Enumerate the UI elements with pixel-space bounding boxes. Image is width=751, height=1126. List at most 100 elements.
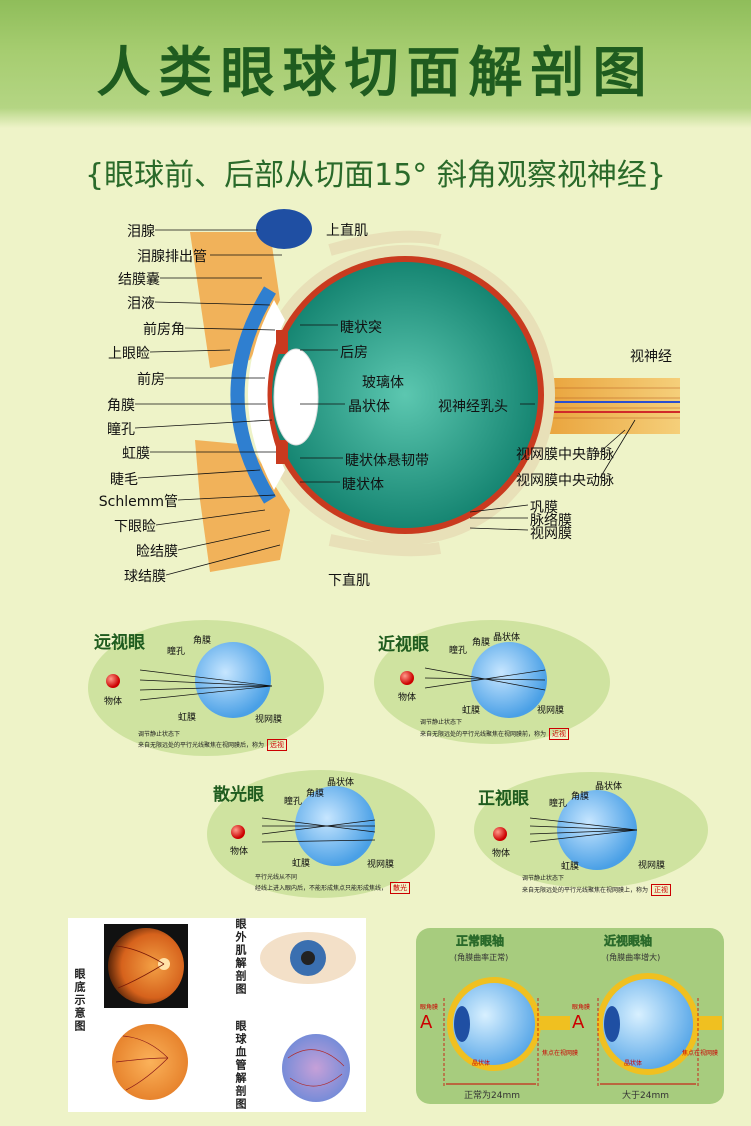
label-central-artery: 视网膜中央动脉 xyxy=(516,473,614,489)
myo-note2: 来自无限远处的平行光线聚焦在视网膜前，称为近视 xyxy=(420,728,570,740)
title-myopia: 近视眼 xyxy=(378,635,429,655)
label-zonule: 睫状体悬韧带 xyxy=(345,453,429,469)
myo-object: 物体 xyxy=(398,693,417,703)
label-anterior-chamber: 前房 xyxy=(137,372,165,388)
label-choroid: 脉络膜 xyxy=(530,513,572,529)
label-posterior-chamber: 后房 xyxy=(340,345,368,361)
inferior-rectus xyxy=(328,534,442,557)
myo-cornea: 角膜 xyxy=(472,638,491,648)
myo-pupil: 瞳孔 xyxy=(449,646,468,656)
myopia-axis-title: 近视眼轴 xyxy=(604,934,653,949)
label-lacrimal-duct: 泪腺排出管 xyxy=(137,249,207,265)
title-astigmatism: 散光眼 xyxy=(213,785,264,805)
label-eyelash: 睫毛 xyxy=(110,472,138,488)
axis-lens-label-right: 晶状体 xyxy=(624,1060,643,1067)
label-conjunctival-sac: 结膜囊 xyxy=(118,272,160,288)
label-eyeball-vessels: 眼球血管解剖图 xyxy=(234,1020,247,1111)
ast-iris: 虹膜 xyxy=(292,859,311,869)
label-palpebral-conjunctiva: 睑结膜 xyxy=(136,544,178,560)
ast-note1: 平行光线从不同 xyxy=(255,874,298,881)
axis-diagrams xyxy=(443,973,722,1088)
label-optic-disc: 视神经乳头 xyxy=(438,399,508,415)
label-bulbar-conjunctiva: 球结膜 xyxy=(124,569,166,585)
emm-retina: 视网膜 xyxy=(638,861,666,871)
label-lower-eyelid: 下眼睑 xyxy=(114,519,156,535)
hyp-note1: 调节静止状态下 xyxy=(138,731,181,738)
axis-letter-a-right: A xyxy=(572,1012,585,1033)
label-lacrimal-gland: 泪腺 xyxy=(127,224,155,240)
optic-nerve xyxy=(540,378,680,434)
emm-lens: 晶状体 xyxy=(595,782,623,792)
label-vitreous: 玻璃体 xyxy=(362,375,404,391)
cornea xyxy=(230,286,276,504)
label-upper-eyelid: 上眼睑 xyxy=(108,346,150,362)
hyp-iris: 虹膜 xyxy=(178,713,197,723)
hyp-retina: 视网膜 xyxy=(255,715,283,725)
label-ciliary-process: 睫状突 xyxy=(340,320,382,336)
myo-iris: 虹膜 xyxy=(462,706,481,716)
upper-eyelid xyxy=(190,232,280,368)
label-ciliary-body: 睫状体 xyxy=(342,477,384,493)
fundus-images xyxy=(104,924,356,1102)
myo-lens: 晶状体 xyxy=(493,633,521,643)
label-superior-rectus: 上直肌 xyxy=(326,223,368,239)
emm-pupil: 瞳孔 xyxy=(549,799,568,809)
title-emmetropia: 正视眼 xyxy=(478,789,529,809)
label-fundus: 眼底示意图 xyxy=(73,968,86,1033)
label-lens: 晶状体 xyxy=(348,399,390,415)
label-inferior-rectus: 下直肌 xyxy=(328,573,370,589)
myopia-axis-sub: (角膜曲率增大) xyxy=(606,953,661,962)
page-subtitle: {眼球前、后部从切面15° 斜角观察视神经} xyxy=(85,158,666,193)
label-chamber-angle: 前房角 xyxy=(143,322,185,338)
ast-pupil: 瞳孔 xyxy=(284,797,303,807)
lacrimal-gland xyxy=(256,209,312,249)
hyp-cornea: 角膜 xyxy=(193,636,212,646)
normal-axis-sub: (角膜曲率正常) xyxy=(454,953,509,962)
ast-note2: 经线上进入眼内后，不能形成焦点只能形成焦线，散光 xyxy=(255,882,411,894)
label-sclera: 巩膜 xyxy=(530,500,558,516)
myo-note1: 调节静止状态下 xyxy=(420,719,463,726)
emm-note1: 调节静止状态下 xyxy=(522,875,565,882)
hyp-pupil: 瞳孔 xyxy=(167,647,186,657)
label-pupil: 瞳孔 xyxy=(107,422,135,438)
axis-side-label-right: 眼角膜 xyxy=(572,1004,591,1011)
iris-upper xyxy=(276,330,288,354)
photo-panel: 眼底示意图 眼外肌解剖图 眼球血管解剖图 xyxy=(68,918,366,1112)
hyp-object: 物体 xyxy=(104,697,123,707)
ast-retina: 视网膜 xyxy=(367,860,395,870)
label-retina: 视网膜 xyxy=(530,526,572,542)
iris-lower xyxy=(276,440,288,464)
title-hyperopia: 远视眼 xyxy=(94,633,145,653)
hyp-note2: 来自无限远处的平行光线聚焦在视网膜后，称为远视 xyxy=(138,739,288,751)
anterior-chamber xyxy=(248,300,285,490)
label-tears: 泪液 xyxy=(127,296,155,312)
label-optic-nerve: 视神经 xyxy=(630,349,672,365)
axis-focus-label-left: 焦点在视网膜 xyxy=(542,1050,579,1057)
axis-focus-label-right: 焦点在视网膜 xyxy=(682,1050,719,1057)
superior-rectus xyxy=(328,230,442,256)
axis-letter-a-left: A xyxy=(420,1012,433,1033)
ast-lens: 晶状体 xyxy=(327,778,355,788)
label-extraocular-muscles: 眼外肌解剖图 xyxy=(234,918,247,996)
emm-note2: 来自无限远处的平行光线聚焦在视网膜上，称为正视 xyxy=(522,884,672,896)
normal-axis-title: 正常眼轴 xyxy=(456,934,505,949)
label-central-vein: 视网膜中央静脉 xyxy=(516,447,614,463)
axis-panel: 正常眼轴 (角膜曲率正常) 近视眼轴 (角膜曲率增大) A A 眼角膜 眼角膜 … xyxy=(416,928,724,1104)
myo-retina: 视网膜 xyxy=(537,706,565,716)
axis-side-label-left: 眼角膜 xyxy=(420,1004,439,1011)
emm-object: 物体 xyxy=(492,849,511,859)
label-schlemm: Schlemm管 xyxy=(98,494,178,510)
normal-axis-length: 正常为24mm xyxy=(464,1091,520,1101)
vision-diagrams xyxy=(106,642,638,870)
eye-cross-section xyxy=(134,209,680,576)
vitreous-body xyxy=(272,262,538,528)
page-title: 人类眼球切面解剖图 xyxy=(96,41,655,104)
emm-cornea: 角膜 xyxy=(571,792,590,802)
myopia-axis-length: 大于24mm xyxy=(622,1091,669,1101)
ast-object: 物体 xyxy=(230,847,249,857)
emm-iris: 虹膜 xyxy=(561,862,580,872)
label-iris: 虹膜 xyxy=(122,446,150,462)
ast-cornea: 角膜 xyxy=(306,789,325,799)
lens xyxy=(273,348,319,446)
header-banner xyxy=(0,0,751,128)
